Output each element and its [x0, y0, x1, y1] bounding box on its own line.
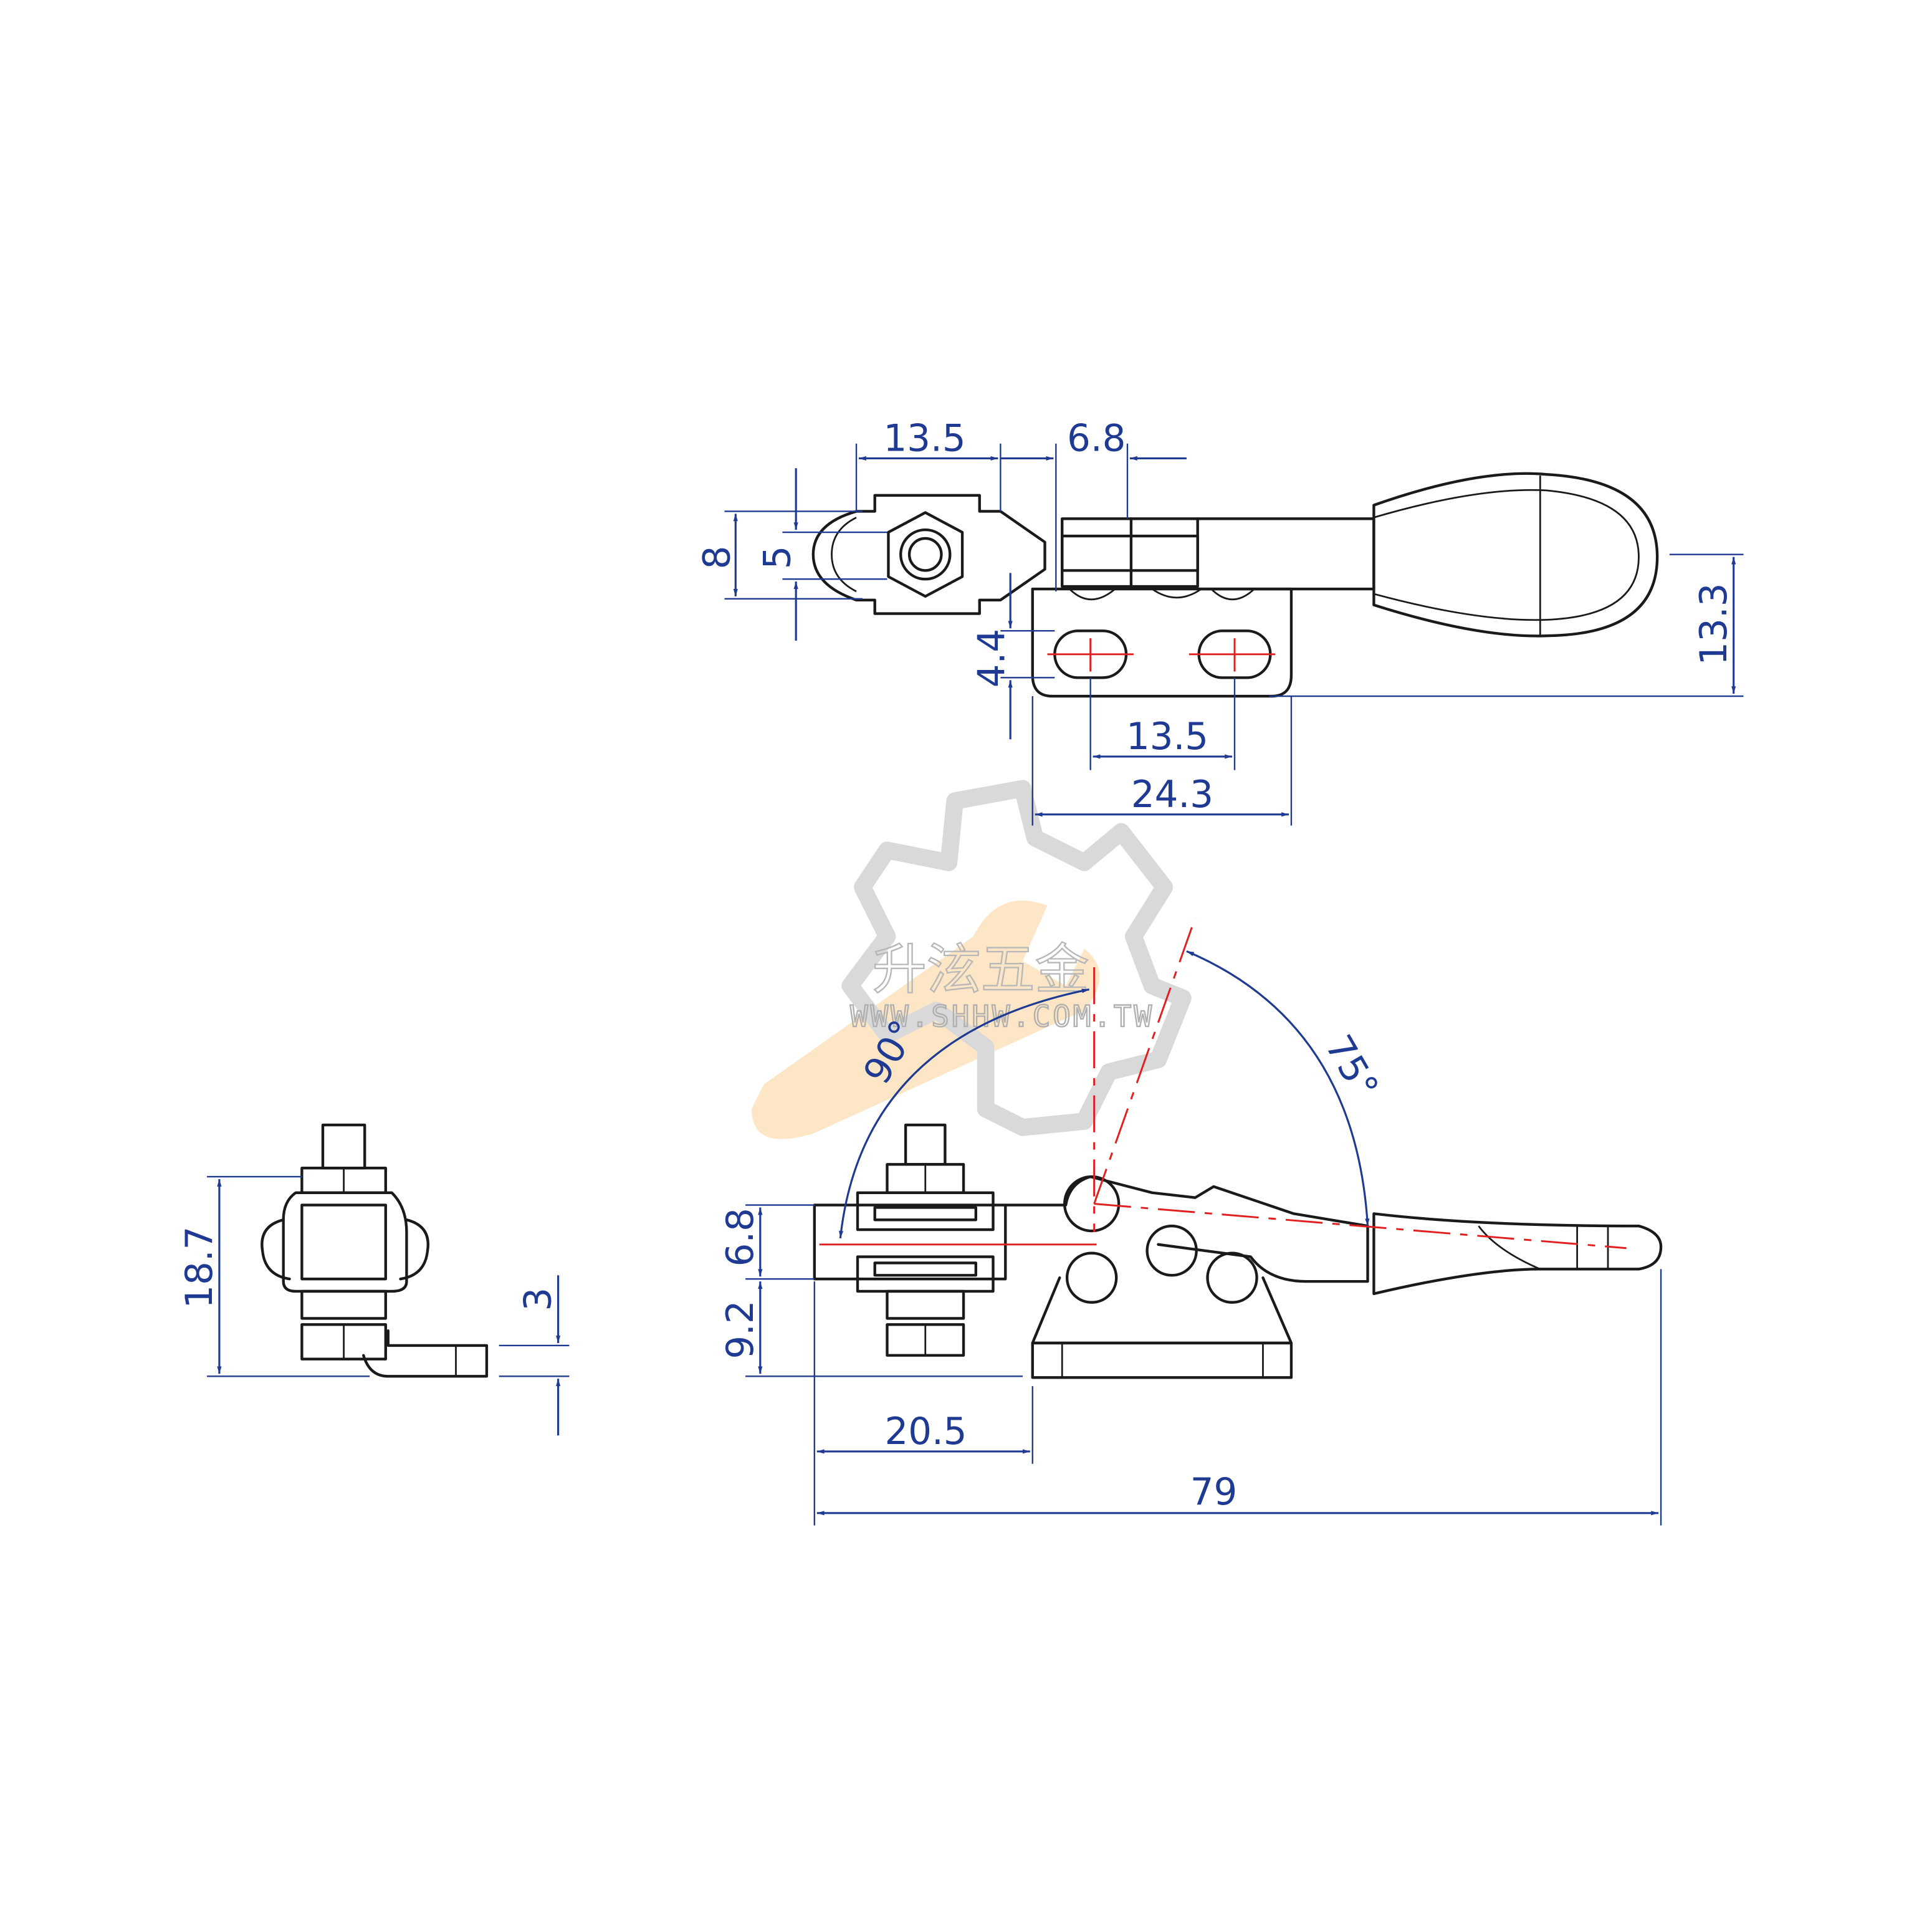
dim-end-3: 3: [517, 1288, 560, 1311]
dim-top-6-8: 6.8: [1067, 417, 1126, 460]
watermark-name: 升泫五金: [873, 938, 1089, 1002]
dim-top-5: 5: [755, 546, 798, 570]
end-view-dimensions: 18.7 3: [178, 1175, 570, 1436]
top-view: [811, 472, 1659, 698]
dim-end-18-7: 18.7: [178, 1227, 221, 1309]
watermark-logo: 升泫五金 WWW.SHHW.COM.TW: [751, 780, 1192, 1139]
top-view-dimensions: 13.5 6.8 8 5 4.4 13.3 13.5 24.3: [695, 417, 1744, 826]
dim-side-20-5: 20.5: [885, 1410, 967, 1453]
side-view-dimensions: 90° 75° 6.8 9.2 20.5 79: [719, 950, 1662, 1526]
dim-angle-75: 75°: [1317, 1028, 1387, 1106]
dim-side-79: 79: [1190, 1470, 1237, 1513]
dim-top-8: 8: [695, 546, 738, 570]
dim-top-4-4: 4.4: [970, 629, 1013, 687]
dim-top-hole-13-5: 13.5: [1126, 715, 1208, 758]
dim-top-13-3: 13.3: [1692, 583, 1735, 666]
dim-side-6-8: 6.8: [719, 1208, 762, 1266]
dim-side-9-2: 9.2: [719, 1300, 762, 1359]
dim-top-13-5: 13.5: [884, 417, 966, 460]
dim-top-24-3: 24.3: [1131, 773, 1213, 816]
end-view: [261, 1123, 489, 1378]
